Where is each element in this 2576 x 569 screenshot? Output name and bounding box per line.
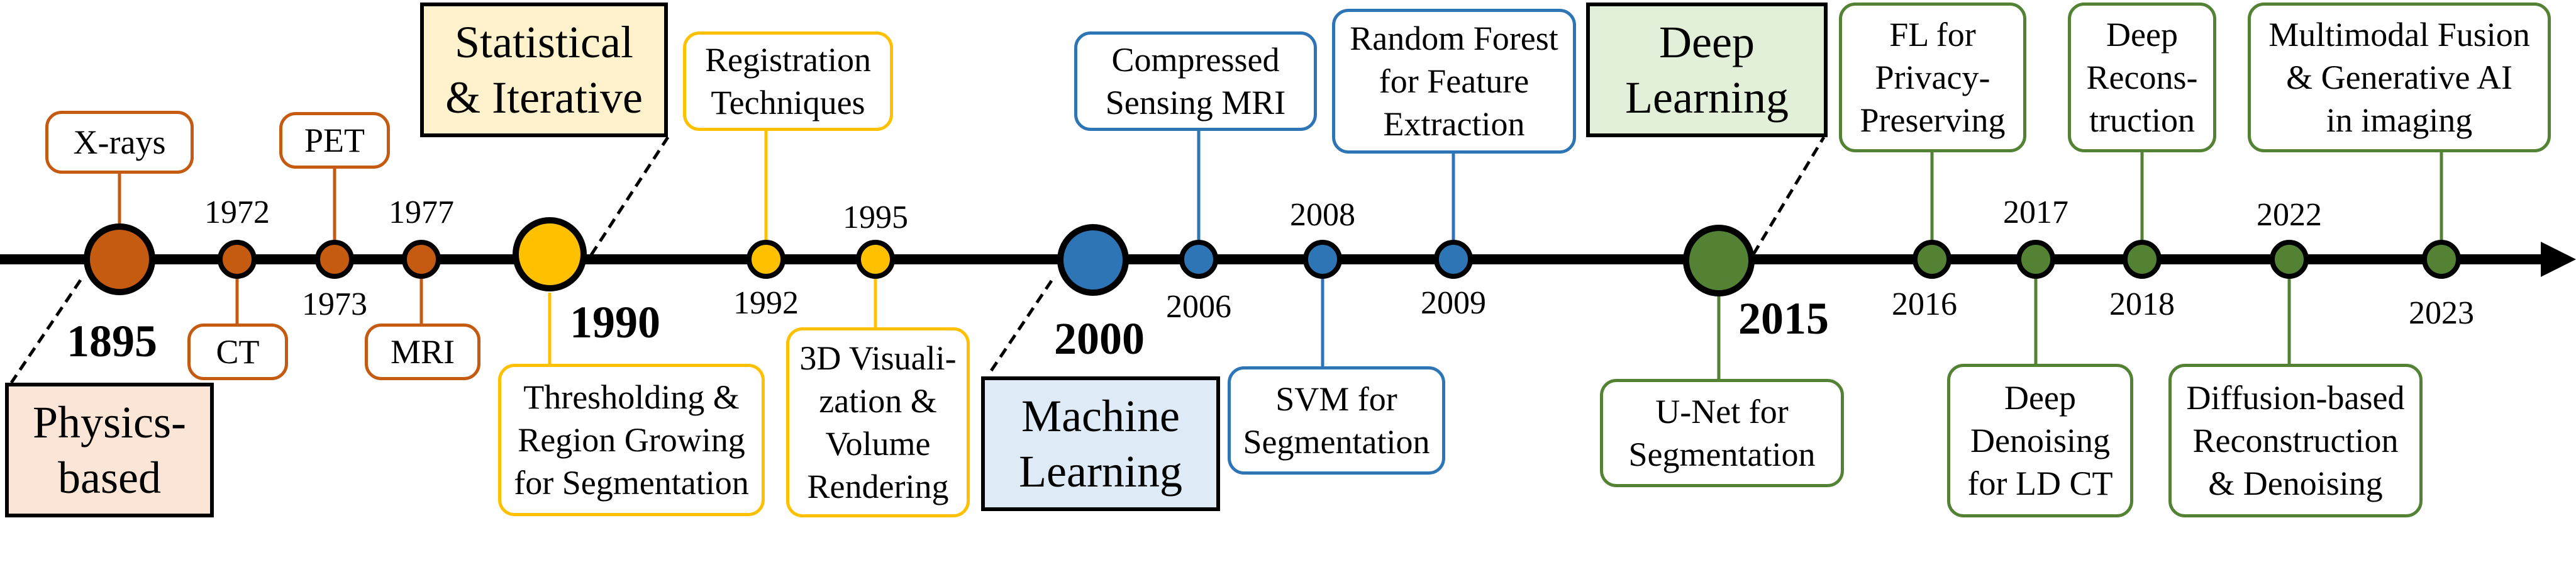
year-1995: 1995	[843, 200, 908, 235]
year-1990: 1990	[570, 297, 660, 347]
year-2016: 2016	[1892, 286, 1957, 322]
node-1995	[856, 240, 895, 279]
milestone-unet-box: U-Net for Segmentation	[1600, 379, 1844, 487]
era-connector-ml	[987, 279, 1053, 376]
node-2008	[1303, 240, 1342, 279]
milestone-mri-box: MRI	[365, 324, 480, 380]
milestone-registration-box: Registration Techniques	[683, 31, 893, 131]
milestone-rf-box: Random Forest for Feature Extraction	[1332, 9, 1576, 154]
node-1990	[513, 217, 587, 291]
node-1895	[84, 223, 155, 295]
milestone-pet-box: PET	[279, 112, 390, 169]
year-1992: 1992	[733, 285, 799, 321]
milestone-fl-box: FL for Privacy- Preserving	[1839, 3, 2026, 152]
era-statistical-box: Statistical & Iterative	[420, 3, 668, 137]
era-connector-statistical	[589, 136, 670, 256]
year-2008: 2008	[1290, 197, 1355, 233]
year-2023: 2023	[2409, 295, 2474, 331]
milestone-svm-box: SVM for Segmentation	[1228, 366, 1445, 475]
milestone-xrays-box: X-rays	[45, 111, 194, 174]
year-2009: 2009	[1421, 285, 1486, 321]
year-1977: 1977	[389, 194, 454, 230]
milestone-csmri-box: Compressed Sensing MRI	[1074, 31, 1317, 131]
year-1895: 1895	[67, 316, 157, 366]
era-physics-box: Physics- based	[5, 383, 214, 517]
milestone-multimodal-box: Multimodal Fusion & Generative AI in ima…	[2248, 3, 2551, 152]
milestone-vis3d-box: 3D Visuali- zation & Volume Rendering	[786, 327, 970, 517]
year-2018: 2018	[2109, 286, 2175, 322]
node-1973	[315, 240, 354, 279]
era-connector-physics	[9, 279, 82, 384]
node-2016	[1913, 240, 1951, 279]
year-2022: 2022	[2257, 197, 2322, 233]
node-2000	[1057, 224, 1129, 296]
node-2018	[2123, 240, 2162, 279]
node-2015	[1683, 225, 1755, 296]
milestone-diffusion-box: Diffusion-based Reconstruction & Denoisi…	[2168, 364, 2423, 517]
year-1972: 1972	[204, 194, 270, 230]
node-2017	[2016, 240, 2055, 279]
year-2015: 2015	[1738, 293, 1829, 344]
year-2006: 2006	[1166, 289, 1231, 325]
era-ml-box: Machine Learning	[981, 376, 1220, 511]
milestone-denoise-box: Deep Denoising for LD CT	[1947, 364, 2133, 517]
year-2000: 2000	[1054, 313, 1145, 364]
node-2006	[1179, 240, 1218, 279]
node-2022	[2270, 240, 2309, 279]
year-1973: 1973	[302, 286, 367, 322]
milestone-ct-box: CT	[187, 324, 288, 380]
node-2009	[1434, 240, 1473, 279]
era-dl-box: Deep Learning	[1586, 3, 1828, 137]
timeline-arrowhead	[2541, 242, 2576, 277]
milestone-recon-box: Deep Recons- truction	[2068, 3, 2216, 152]
node-2023	[2422, 240, 2461, 279]
node-1992	[747, 240, 786, 279]
node-1972	[218, 240, 257, 279]
year-2017: 2017	[2003, 194, 2068, 230]
node-1977	[402, 240, 441, 279]
era-connector-dl	[1752, 136, 1826, 256]
milestone-thresholding-box: Thresholding & Region Growing for Segmen…	[498, 364, 765, 516]
